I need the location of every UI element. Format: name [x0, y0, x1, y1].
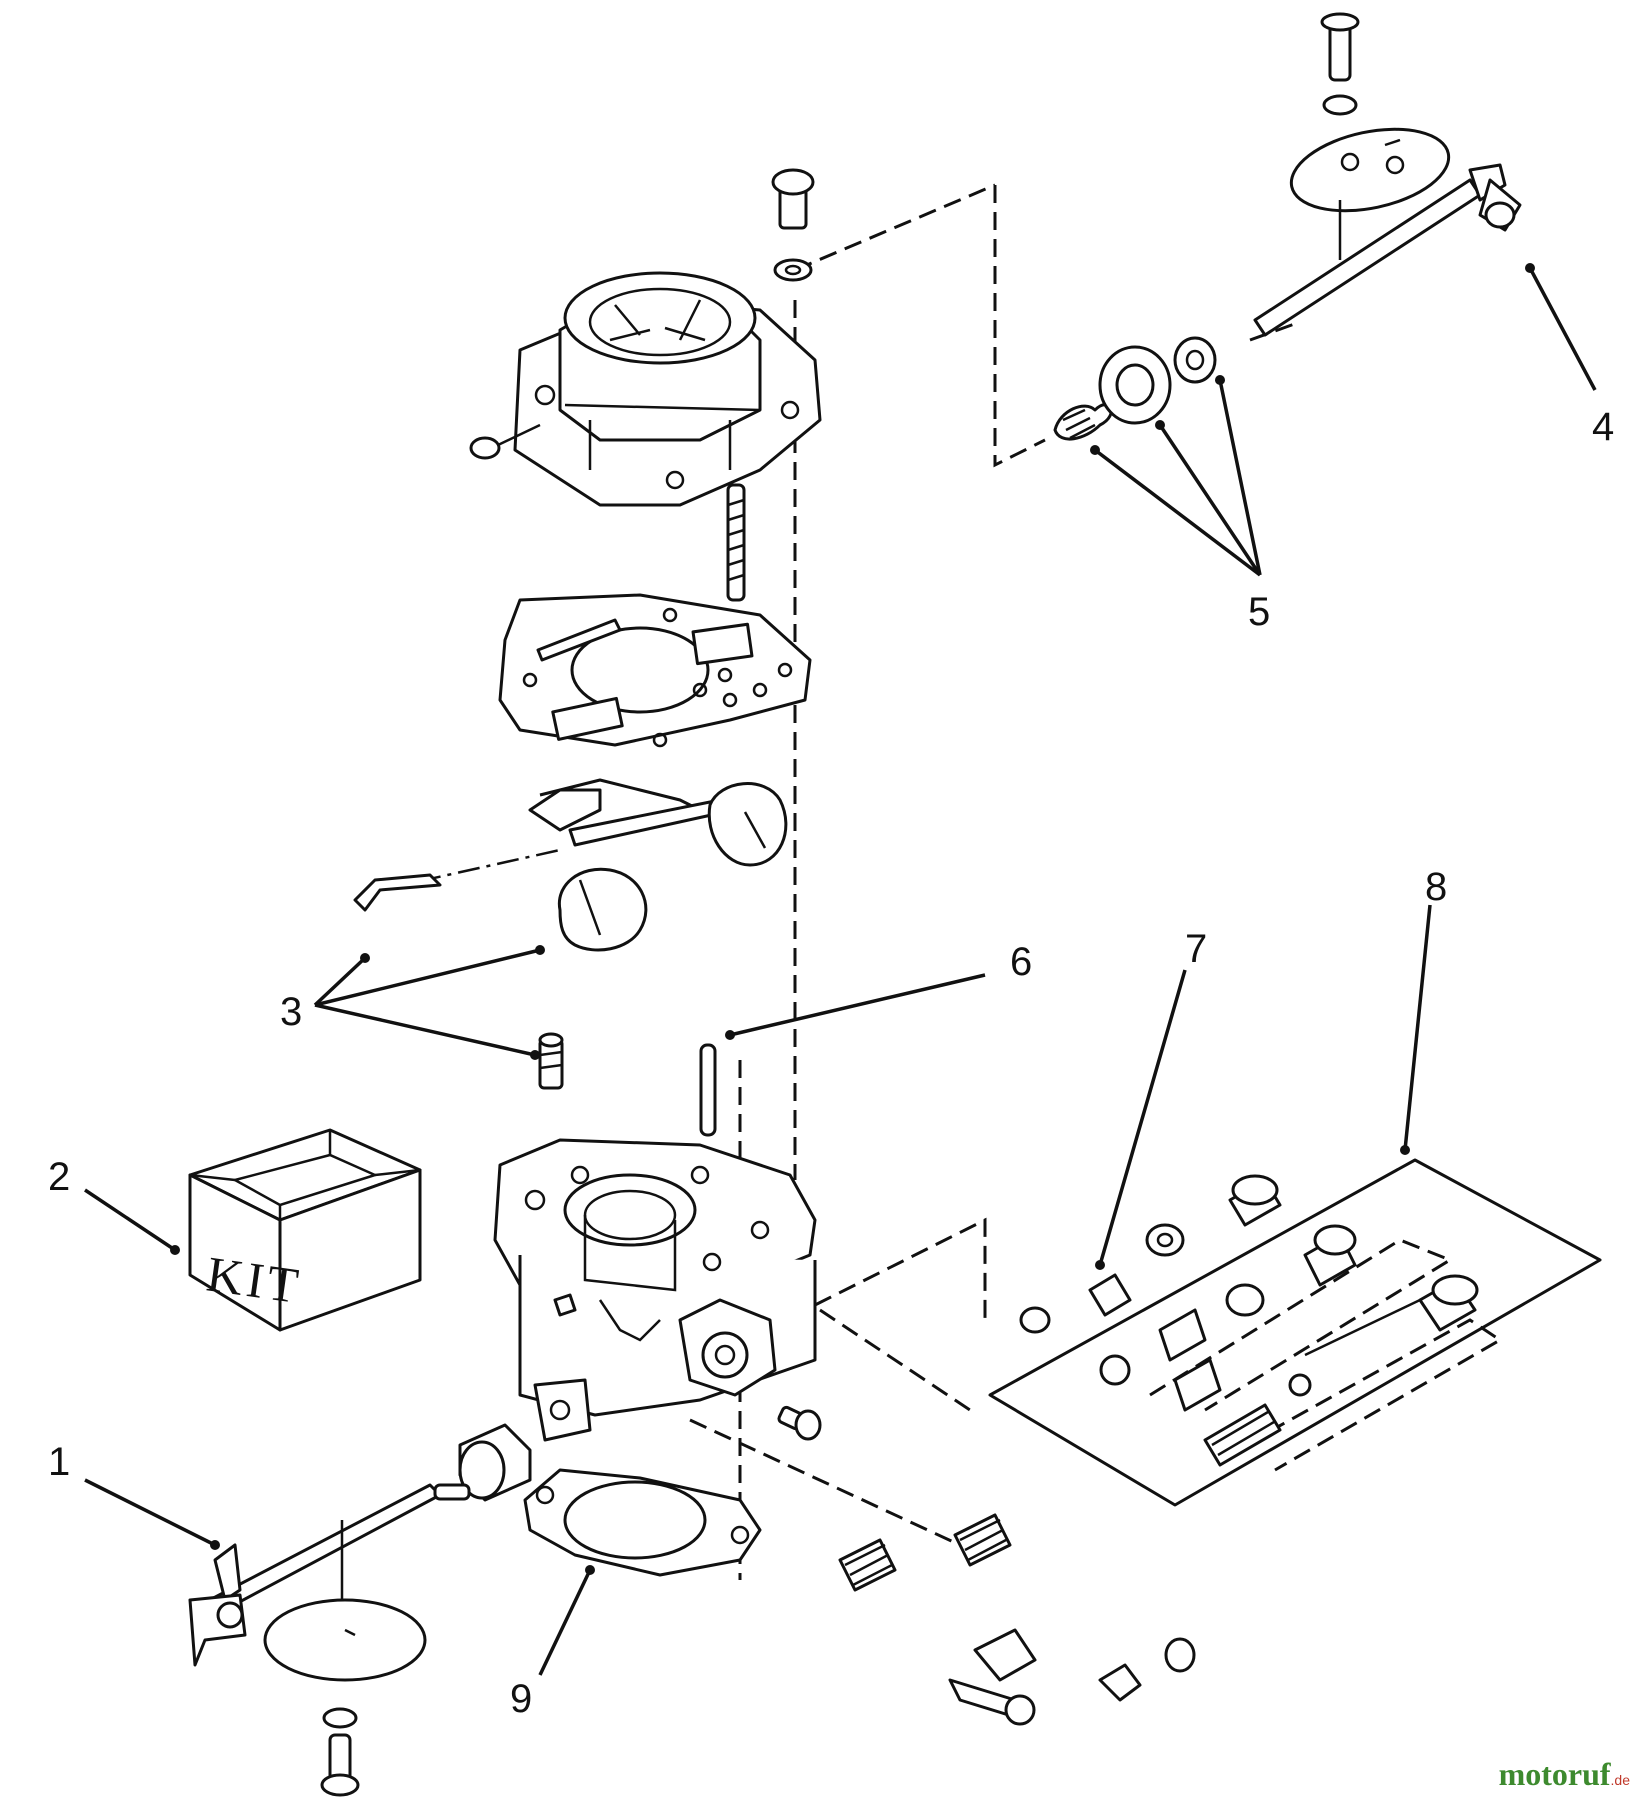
leader-3b — [314, 948, 541, 1007]
callout-6: 6 — [1010, 940, 1032, 984]
callout-3: 3 — [280, 990, 302, 1034]
float-needle — [538, 1032, 564, 1090]
leader-2 — [84, 1188, 176, 1252]
callout-5: 5 — [1248, 590, 1270, 634]
callout-2: 2 — [48, 1155, 70, 1199]
long-stud — [726, 483, 746, 602]
leader-6 — [729, 973, 986, 1037]
watermark-main: motoruf — [1499, 1756, 1611, 1792]
leader-8 — [1403, 904, 1432, 1151]
callout-4: 4 — [1592, 405, 1614, 449]
adjusting-screws — [777, 1405, 1196, 1726]
callout-7: 7 — [1185, 927, 1207, 971]
leader-3a — [313, 956, 367, 1007]
repair-kit-panel — [988, 1158, 1602, 1507]
body-gasket — [498, 593, 812, 748]
leader-5b — [1158, 424, 1262, 576]
throttle-shaft — [188, 1423, 532, 1797]
leader-4 — [1528, 267, 1597, 391]
top-cover-screw — [771, 168, 815, 282]
choke-shaft — [1253, 12, 1522, 337]
leader-lines — [84, 263, 1597, 1676]
leader-3c — [314, 1003, 536, 1057]
callout-8: 8 — [1425, 865, 1447, 909]
watermark-logo: motoruf.de — [1499, 1756, 1631, 1792]
float-pin — [699, 1043, 717, 1137]
kit-box-label: KIT — [203, 1245, 305, 1314]
callout-9: 9 — [510, 1677, 532, 1721]
leader-5c — [1218, 379, 1262, 576]
leader-9 — [538, 1569, 592, 1676]
carburetor-lower-body — [493, 1138, 817, 1442]
kit-box: KIT — [188, 1128, 422, 1332]
leader-1 — [84, 1478, 216, 1547]
assembly-guide-lines — [379, 183, 1301, 1580]
leader-5a — [1093, 448, 1262, 577]
watermark-suffix: .de — [1611, 1772, 1631, 1788]
callout-labels: 1 2 3 4 5 6 7 8 9 — [48, 405, 1614, 1721]
callout-1: 1 — [48, 1440, 70, 1484]
choke-spring-seal-washer — [1053, 336, 1217, 441]
carburetor-upper-body — [469, 271, 822, 507]
watermark: motoruf.de — [1499, 1756, 1631, 1792]
float-assembly — [353, 778, 788, 952]
mounting-gasket — [523, 1468, 762, 1577]
leader-7 — [1098, 969, 1187, 1266]
